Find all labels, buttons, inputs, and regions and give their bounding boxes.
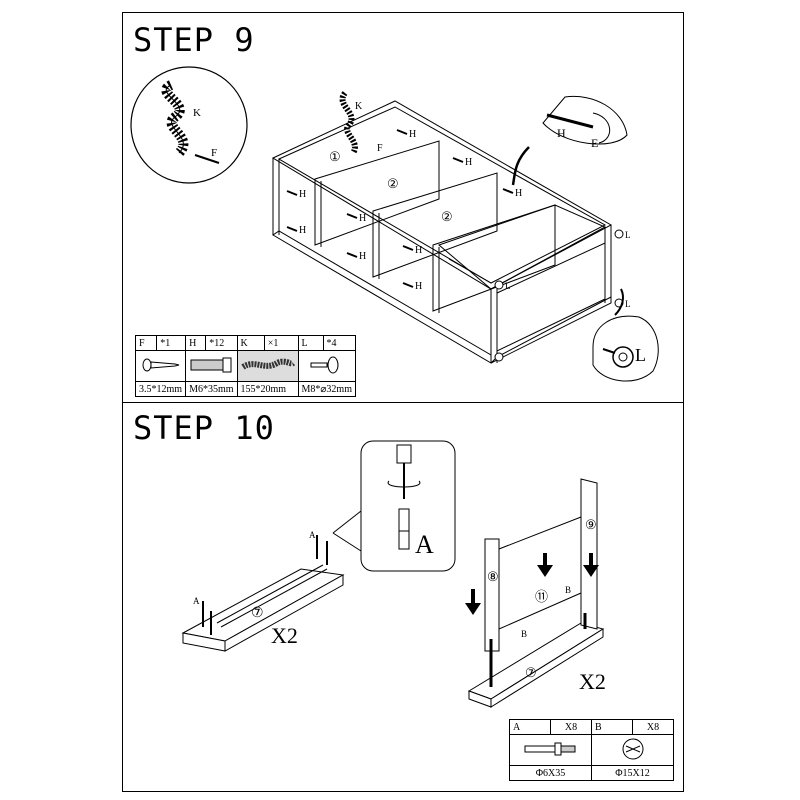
- bolt-h-labels: H H H H H H H H H: [299, 129, 522, 292]
- step-10-illustration: A A ⑦ X2 A: [181, 440, 606, 708]
- callout-k-label: K: [193, 107, 201, 119]
- strap-k: [339, 91, 358, 155]
- foot-label-l3: L: [625, 299, 631, 309]
- panel-mark-2b: ②: [441, 209, 453, 224]
- left-callout-a1: A: [193, 596, 200, 606]
- times-label-left: X2: [271, 623, 298, 648]
- screwdriver-callout: H E: [511, 95, 628, 186]
- cam-bolts-left: [202, 535, 328, 635]
- step-10-title: STEP 10: [133, 409, 275, 447]
- board-7-mark-left: ⑦: [251, 606, 264, 621]
- hw9-qty-l: *4: [322, 335, 356, 351]
- bolt-icon: [185, 350, 238, 382]
- bolt-label-h7: H: [359, 251, 366, 262]
- foot-label-l1: L: [625, 230, 631, 240]
- right-callout-b1: B: [565, 585, 571, 595]
- hw9-code-k: K: [236, 335, 265, 351]
- bolt-label-h5: H: [299, 225, 306, 236]
- frame-label-k: K: [355, 101, 363, 112]
- panel-mark-2a: ②: [387, 176, 399, 191]
- bolt-label-h1: H: [409, 129, 416, 140]
- panel-mark-1: ①: [329, 149, 341, 164]
- hw9-size-f: 3.5*12mm: [134, 381, 187, 397]
- left-callout-a2: A: [309, 530, 316, 540]
- panel-mark-9: ⑨: [585, 517, 597, 532]
- right-callout-b2: B: [521, 629, 527, 639]
- bolt-label-h9: H: [415, 281, 422, 292]
- screw-icon: [134, 350, 187, 382]
- step-10-hardware-table: A X8 B X8 Φ6X35 Φ15X12: [509, 719, 674, 781]
- zoom-label-a: A: [415, 530, 434, 559]
- screwdriver-label-h: H: [557, 126, 566, 140]
- hw9-size-h: M6*35mm: [185, 381, 238, 397]
- hw9-qty-h: *12: [205, 335, 238, 351]
- panel-mark-11: ⑪: [535, 589, 548, 604]
- hw9-size-k: 155*20mm: [236, 381, 299, 397]
- hw9-code-l: L: [297, 335, 324, 351]
- strap-icon: [236, 350, 299, 382]
- bolt-label-h6: H: [359, 213, 366, 224]
- hw9-size-l: M8*⌀32mm: [297, 381, 356, 397]
- hw10-size-b: Φ15X12: [591, 765, 674, 781]
- callout-f-label: F: [211, 147, 217, 159]
- step-9-hardware-table: F *1 H *12 K ×1 L *4: [134, 335, 356, 397]
- cam-lock-icon: [591, 734, 674, 766]
- panel-mark-7-right: ⑦: [525, 665, 537, 680]
- hw9-qty-f: *1: [156, 335, 187, 351]
- foot-label-l2: L: [505, 281, 511, 291]
- cam-bolt-zoom-callout: A: [332, 440, 456, 572]
- bolt-label-h8: H: [415, 245, 422, 256]
- leveler-detail-label-l: L: [635, 345, 646, 365]
- screwdriver-label-e: E: [591, 136, 598, 150]
- hw10-code-a: A: [509, 719, 551, 735]
- frame-label-f: F: [377, 143, 383, 154]
- bolt-label-h2: H: [465, 157, 472, 168]
- cam-bolt-icon: [509, 734, 592, 766]
- bolt-label-h3: H: [515, 188, 522, 199]
- hw10-code-b: B: [591, 719, 633, 735]
- hw9-code-f: F: [134, 335, 158, 351]
- down-arrows: [465, 553, 599, 615]
- strap-detail-callout: K F: [130, 66, 248, 184]
- step-9-title: STEP 9: [133, 21, 255, 59]
- leveler-foot-icon: [297, 350, 356, 382]
- foot-l-labels: L L L: [505, 230, 631, 309]
- times-label-right: X2: [579, 669, 606, 694]
- leveler-detail-callout: L: [592, 288, 659, 382]
- board-7-left: [181, 564, 345, 652]
- step-9-illustration: K F: [130, 66, 659, 382]
- hw10-qty-a: X8: [550, 719, 592, 735]
- panel-mark-8: ⑧: [487, 569, 499, 584]
- hw9-qty-k: ×1: [263, 335, 299, 351]
- hw10-size-a: Φ6X35: [509, 765, 592, 781]
- step-9-panel: STEP 9 K F: [122, 12, 684, 403]
- cabinet-frame: [271, 100, 613, 364]
- hw9-code-h: H: [185, 335, 207, 351]
- assembly-frame: [467, 478, 605, 708]
- bolt-label-h4: H: [299, 189, 306, 200]
- bolt-h-marks: [286, 129, 514, 288]
- hw10-qty-b: X8: [632, 719, 674, 735]
- step-10-panel: STEP 10 A A ⑦ X2: [122, 402, 684, 792]
